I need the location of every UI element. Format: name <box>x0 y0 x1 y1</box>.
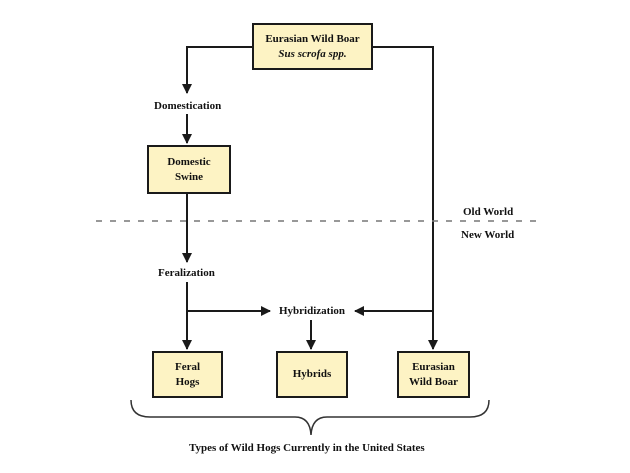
node-line1: Eurasian <box>412 360 455 373</box>
node-hybrids: Hybrids <box>276 351 348 398</box>
node-eurasian-wild-boar-new-world: Eurasian Wild Boar <box>397 351 470 398</box>
label-hybridization: Hybridization <box>279 305 346 317</box>
label-new-world: New World <box>461 229 515 241</box>
node-line1: Domestic <box>167 155 211 168</box>
node-line1: Feral <box>174 360 201 373</box>
node-line2: Hogs <box>175 375 200 388</box>
label-feralization: Feralization <box>158 267 215 279</box>
brace-caption: Types of Wild Hogs Currently in the Unit… <box>189 442 425 454</box>
arrow-boar-to-domestication <box>182 46 252 94</box>
label-old-world: Old World <box>463 206 514 218</box>
node-line2: Swine <box>174 170 204 183</box>
node-eurasian-wild-boar-origin: Eurasian Wild Boar Sus scrofa spp. <box>252 23 373 70</box>
node-feral-hogs: Feral Hogs <box>152 351 223 398</box>
node-line2: Wild Boar <box>408 375 458 388</box>
grouping-brace <box>130 399 490 436</box>
arrow-boar-to-new-world-boar <box>372 46 438 350</box>
node-scientific-name: Sus scrofa spp. <box>278 47 347 60</box>
label-domestication: Domestication <box>154 100 222 112</box>
node-domestic-swine: Domestic Swine <box>147 145 231 194</box>
node-title: Eurasian Wild Boar <box>265 32 360 45</box>
node-line1: Hybrids <box>292 368 332 380</box>
